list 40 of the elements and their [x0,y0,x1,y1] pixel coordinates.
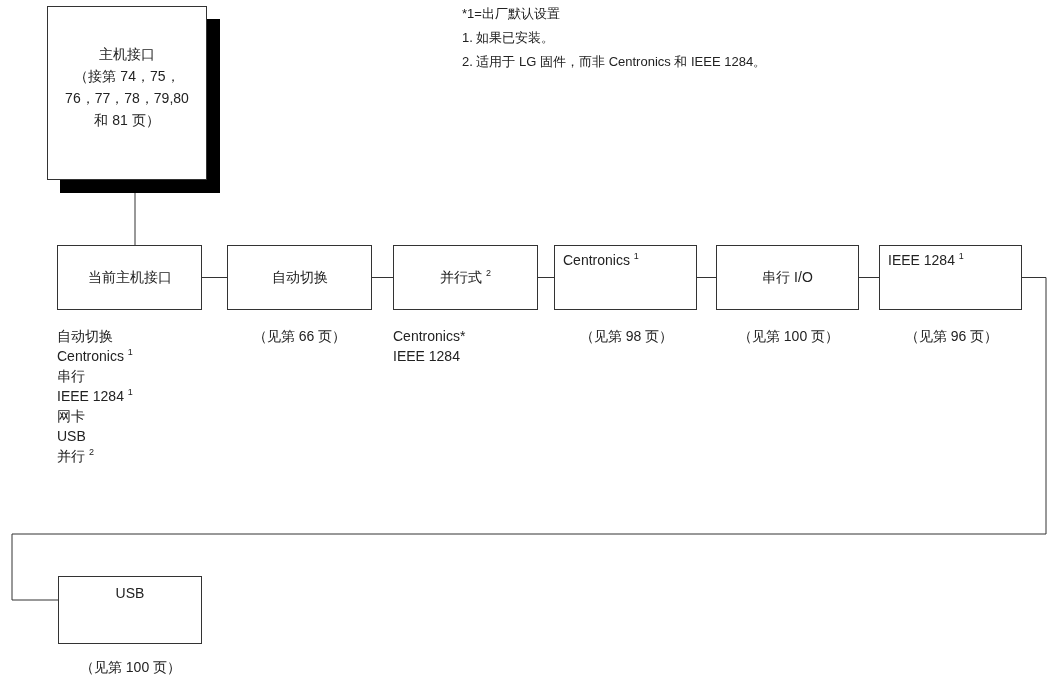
option-item: 网卡 [57,407,86,426]
box-label: 当前主机接口 [87,268,172,287]
connector-line [371,277,394,278]
connector-line [537,277,555,278]
option-item: 串行 [57,367,86,386]
connector-line [201,277,228,278]
page-reference: （见第 100 页） [78,658,183,677]
option-box [393,245,538,310]
option-box [554,245,697,310]
connector-line [696,277,717,278]
footnote: *1=出厂默认设置 [462,5,560,23]
box-label: Centronics $^{1}$ [563,252,640,268]
option-item: Centronics $^{1}$ [57,346,134,366]
option-item: USB [57,427,87,446]
option-item: IEEE 1284 $^{1}$ [57,386,134,406]
option-box [227,245,372,310]
option-box [879,245,1022,310]
connector-line [858,277,880,278]
connector-line [11,277,1047,601]
box-label: USB [115,585,145,601]
box-label: 自动切换 [271,268,328,287]
footnote: 1. 如果已安装。 [462,29,555,47]
option-item: Centronics* [393,327,467,346]
box-label: 并行式 $^{2}$ [440,268,491,287]
page-reference: （见第 98 页） [578,327,675,346]
box-label: 串行 I/O [762,268,813,287]
page-reference: （见第 96 页） [903,327,1000,346]
option-box [716,245,859,310]
connector-line [134,192,136,246]
option-item: 自动切换 [57,327,114,346]
option-item: IEEE 1284 [393,347,461,366]
footnote: 2. 适用于 LG 固件，而非 Centronics 和 IEEE 1284。 [462,53,767,71]
box-title: 主机接口 [98,45,156,64]
page-reference: （接第 74，75，76，77，78，79,80 和 81 页） [64,67,190,130]
option-item: 并行 $^{2}$ [57,446,95,466]
option-box [57,245,202,310]
page-reference: （见第 100 页） [736,327,841,346]
box-label: IEEE 1284 $^{1}$ [888,252,965,268]
option-box [58,576,202,644]
page-reference: （见第 66 页） [251,327,348,346]
